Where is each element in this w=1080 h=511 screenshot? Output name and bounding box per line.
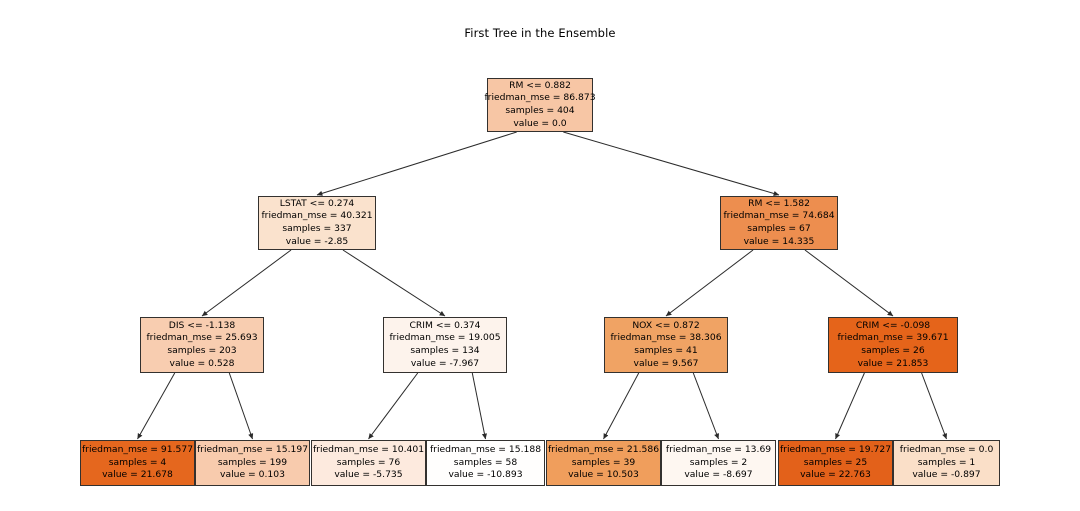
node-criterion: friedman_mse = 19.727 xyxy=(779,444,892,456)
node-criterion: friedman_mse = 74.684 xyxy=(723,210,835,222)
node-criterion: friedman_mse = 25.693 xyxy=(146,332,258,344)
node-value: value = 22.763 xyxy=(800,469,871,481)
tree-edge-right xyxy=(228,372,254,440)
tree-edge-right xyxy=(804,249,894,317)
node-condition: CRIM <= -0.098 xyxy=(855,319,931,331)
node-samples: samples = 134 xyxy=(410,345,480,356)
node-samples: samples = 58 xyxy=(453,456,518,468)
node-samples: samples = 39 xyxy=(571,456,636,468)
node-criterion: friedman_mse = 21.586 xyxy=(547,444,660,456)
node-criterion: friedman_mse = 15.197 xyxy=(196,444,309,456)
tree-edge-right xyxy=(342,249,446,317)
tree-edge-right xyxy=(563,131,780,196)
node-criterion: friedman_mse = 39.671 xyxy=(837,332,949,344)
node-value: value = 0.528 xyxy=(169,357,235,369)
node-value: value = 10.503 xyxy=(568,469,639,481)
node-samples: samples = 404 xyxy=(505,105,575,116)
tree-edge-left xyxy=(665,249,754,317)
node-condition: RM <= 0.882 xyxy=(509,79,571,91)
figure-title: First Tree in the Ensemble xyxy=(464,26,616,40)
node-samples: samples = 26 xyxy=(861,345,925,356)
node-samples: samples = 76 xyxy=(336,456,401,468)
node-criterion: friedman_mse = 86.873 xyxy=(484,92,596,104)
node-condition: DIS <= -1.138 xyxy=(168,319,236,331)
tree-edge-left xyxy=(137,372,176,440)
node-samples: samples = 41 xyxy=(634,345,698,356)
node-samples: samples = 25 xyxy=(803,456,868,468)
node-value: value = 21.853 xyxy=(857,357,929,369)
node-condition: RM <= 1.582 xyxy=(748,197,810,209)
node-criterion: friedman_mse = 10.401 xyxy=(312,444,425,456)
node-criterion: friedman_mse = 13.69 xyxy=(665,444,772,456)
node-value: value = 14.335 xyxy=(743,235,815,247)
tree-edge-left xyxy=(316,131,517,196)
node-samples: samples = 337 xyxy=(282,223,352,234)
node-criterion: friedman_mse = 40.321 xyxy=(261,210,373,222)
node-criterion: friedman_mse = 19.005 xyxy=(389,332,501,344)
node-criterion: friedman_mse = 15.188 xyxy=(429,444,542,456)
node-value: value = 9.567 xyxy=(633,357,699,369)
node-value: value = -8.697 xyxy=(684,469,753,481)
node-samples: samples = 1 xyxy=(917,456,976,468)
node-samples: samples = 2 xyxy=(689,456,748,468)
node-value: value = 0.103 xyxy=(220,469,285,481)
node-value: value = -0.897 xyxy=(912,469,981,481)
tree-edge-right xyxy=(692,372,720,440)
tree-edge-left xyxy=(835,372,865,440)
node-criterion: friedman_mse = 38.306 xyxy=(610,332,722,344)
tree-edge-left xyxy=(368,372,419,440)
node-value: value = -10.893 xyxy=(448,469,523,481)
node-samples: samples = 4 xyxy=(108,456,167,468)
tree-edge-right xyxy=(921,372,948,440)
tree-edge-left xyxy=(201,249,292,317)
node-value: value = 21.678 xyxy=(102,469,173,481)
node-criterion: friedman_mse = 91.577 xyxy=(81,444,194,456)
node-value: value = -5.735 xyxy=(334,469,403,481)
tree-edge-right xyxy=(471,372,487,440)
node-criterion: friedman_mse = 0.0 xyxy=(899,444,994,456)
node-value: value = 0.0 xyxy=(513,117,567,129)
node-condition: NOX <= 0.872 xyxy=(632,319,700,331)
node-value: value = -2.85 xyxy=(285,235,349,247)
node-condition: LSTAT <= 0.274 xyxy=(279,197,355,209)
node-samples: samples = 67 xyxy=(747,223,811,234)
tree-edge-left xyxy=(603,372,640,440)
node-samples: samples = 203 xyxy=(167,345,237,356)
node-samples: samples = 199 xyxy=(217,456,288,468)
node-value: value = -7.967 xyxy=(410,357,480,369)
node-condition: CRIM <= 0.374 xyxy=(409,319,481,331)
